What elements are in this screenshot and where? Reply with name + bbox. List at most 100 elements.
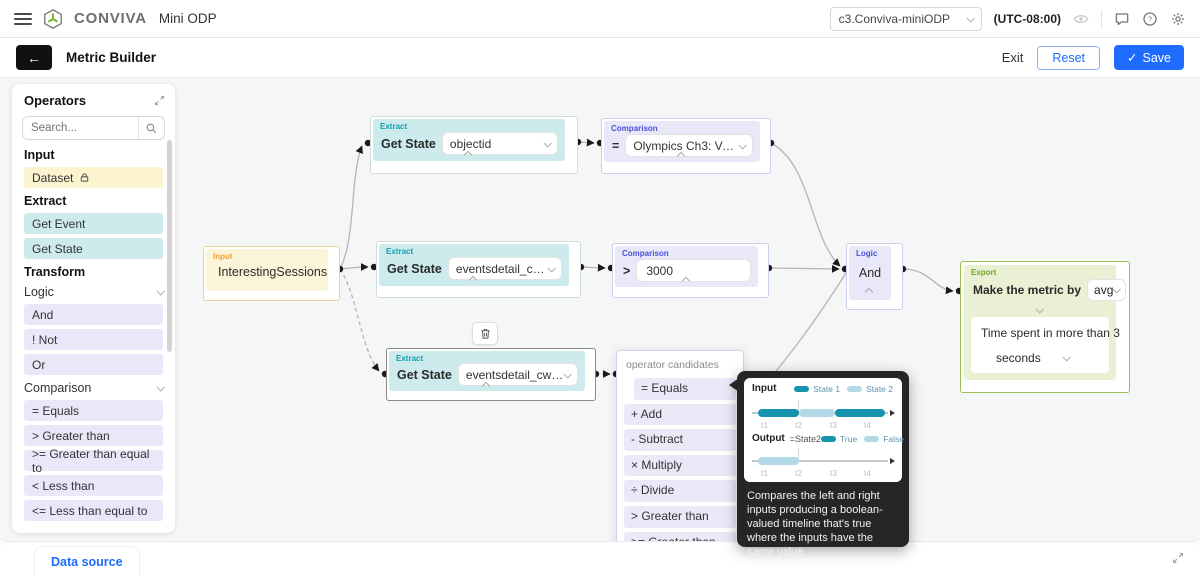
node-extract-eventsdetail-1[interactable]: Extract Get State eventsdetail_cwsplaye.… — [376, 241, 581, 298]
metric-name-line2[interactable]: seconds — [996, 351, 1071, 365]
metric-aggregation-label: Make the metric by — [973, 283, 1082, 297]
group-header-extract: Extract — [24, 194, 67, 208]
state2-legend-swatch — [847, 385, 863, 392]
tick-label: t4 — [864, 420, 872, 430]
node-category-label: Extract — [380, 122, 408, 131]
chevron-down-icon — [156, 383, 165, 392]
node-extract-objectid[interactable]: Extract Get State objectid — [370, 116, 578, 174]
node-extract-eventsdetail-2-selected[interactable]: Extract Get State eventsdetail_cwsplaye.… — [386, 348, 596, 401]
chevron-down-icon — [547, 263, 556, 273]
conviva-logo-icon — [42, 8, 64, 30]
operator-item-less-than-equal[interactable]: <= Less than equal to — [24, 500, 163, 521]
chevron-down-icon — [156, 287, 165, 296]
timeline-arrow-icon — [890, 410, 895, 416]
operator-item-and[interactable]: And — [24, 304, 163, 325]
candidate-divide[interactable]: ÷ Divide — [624, 480, 736, 502]
false-legend-label: False — [883, 433, 905, 444]
node-op-symbol: = — [612, 138, 620, 153]
tooltip-output-label: Output — [752, 433, 785, 444]
state-field-select[interactable]: eventsdetail_cwsplaye... — [447, 257, 562, 280]
candidate-greater-than[interactable]: > Greater than — [624, 505, 736, 528]
tick-label: t3 — [830, 468, 838, 478]
operator-item-get-state[interactable]: Get State — [24, 238, 163, 259]
false-legend-swatch — [864, 435, 880, 442]
chevron-down-icon — [563, 369, 572, 379]
output-segment-false — [758, 457, 799, 465]
candidate-multiply[interactable]: × Multiply — [624, 454, 736, 477]
operators-panel-title: Operators — [24, 93, 87, 108]
chevron-down-icon — [1062, 353, 1071, 362]
operator-item-less-than[interactable]: < Less than — [24, 475, 163, 496]
node-comparison-greater[interactable]: Comparison > 3000 — [612, 243, 769, 298]
account-select-value: c3.Conviva-miniODP — [838, 11, 951, 26]
timeline-arrow-icon — [890, 458, 895, 464]
feedback-icon[interactable] — [1114, 11, 1130, 27]
objectid-select[interactable]: objectid — [441, 132, 558, 155]
divider — [1101, 9, 1102, 28]
account-select[interactable]: c3.Conviva-miniODP — [829, 6, 982, 31]
data-source-tab[interactable]: Data source — [34, 546, 140, 576]
operator-item-get-event[interactable]: Get Event — [24, 213, 163, 234]
node-category-label: Extract — [386, 247, 414, 256]
operator-item-greater-than[interactable]: > Greater than — [24, 425, 163, 446]
operator-item-not[interactable]: ! Not — [24, 329, 163, 350]
eye-icon[interactable] — [1073, 11, 1089, 27]
operator-item-or[interactable]: Or — [24, 354, 163, 375]
metric-builder-toolbar: ← Metric Builder Exit Reset ✓Save — [0, 38, 1200, 78]
reset-button[interactable]: Reset — [1037, 45, 1101, 70]
candidate-add[interactable]: + Add — [624, 403, 736, 426]
lock-icon — [79, 172, 90, 183]
tick-label: t2 — [795, 468, 803, 478]
node-input-interestingsessions[interactable]: Input InterestingSessions — [203, 246, 340, 301]
bottom-expand-icon[interactable] — [1172, 551, 1184, 569]
collapse-caret-icon[interactable] — [864, 287, 874, 297]
subgroup-logic[interactable]: Logic — [24, 285, 165, 299]
help-icon[interactable]: ? — [1142, 11, 1158, 27]
tick-label: t1 — [761, 420, 769, 430]
operator-item-dataset[interactable]: Dataset — [24, 167, 163, 188]
operator-item-greater-than-equal[interactable]: >= Greater than equal to — [24, 447, 163, 475]
search-icon[interactable] — [138, 117, 164, 139]
delete-node-button[interactable] — [472, 322, 498, 345]
tick-label: t1 — [761, 468, 769, 478]
state1-legend-swatch — [794, 385, 810, 392]
node-category-label: Extract — [396, 354, 424, 363]
node-category-label: Export — [971, 268, 997, 277]
node-logic-and[interactable]: Logic And — [846, 243, 903, 310]
tooltip-description: Compares the left and right inputs produ… — [747, 490, 883, 559]
chevron-down-icon — [1112, 285, 1122, 294]
threshold-input[interactable]: 3000 — [636, 259, 751, 282]
panel-expand-icon[interactable] — [154, 95, 165, 106]
expand-caret-icon[interactable] — [1035, 305, 1044, 314]
candidate-subtract[interactable]: - Subtract — [624, 429, 736, 451]
brand-name: CONVIVA — [74, 10, 147, 27]
timeline-tick-mark — [798, 400, 799, 413]
node-export-metric[interactable]: Export Make the metric by avg Time spent… — [960, 261, 1130, 393]
check-icon: ✓ — [1127, 51, 1138, 65]
aggregation-select[interactable]: avg — [1087, 279, 1127, 301]
input-segment-state1-a — [758, 409, 799, 417]
input-dataset-name: InterestingSessions — [218, 265, 328, 279]
back-button[interactable]: ← — [16, 45, 52, 70]
chevron-down-icon — [738, 140, 747, 150]
operator-item-equals[interactable]: = Equals — [24, 400, 163, 421]
group-header-transform: Transform — [24, 265, 86, 279]
save-button[interactable]: ✓Save — [1114, 45, 1184, 70]
exit-button[interactable]: Exit — [1001, 50, 1024, 65]
hamburger-menu-icon[interactable] — [14, 12, 32, 25]
settings-gear-icon[interactable] — [1170, 11, 1186, 27]
logic-op-name: And — [858, 266, 882, 280]
node-comparison-equals[interactable]: Comparison = Olympics Ch3: Velodro... — [601, 118, 771, 174]
metric-name-box: Time spent in more than 3 seconds — [971, 317, 1120, 373]
node-category-label: Comparison — [611, 124, 658, 133]
candidate-equals[interactable]: = Equals — [634, 378, 736, 400]
node-category-label: Comparison — [622, 249, 669, 258]
state2-legend-label: State 2 — [866, 383, 893, 394]
subgroup-comparison[interactable]: Comparison — [24, 381, 165, 395]
state-field-select[interactable]: eventsdetail_cwsplaye... — [457, 363, 578, 386]
equals-tooltip: Input State 1 State 2 t1 t2 t3 t4 Output… — [729, 371, 909, 558]
operator-search-input[interactable] — [23, 122, 138, 134]
comparison-value-select[interactable]: Olympics Ch3: Velodro... — [625, 134, 753, 157]
tick-label: t2 — [795, 420, 803, 430]
operators-scrollbar[interactable] — [167, 140, 172, 352]
